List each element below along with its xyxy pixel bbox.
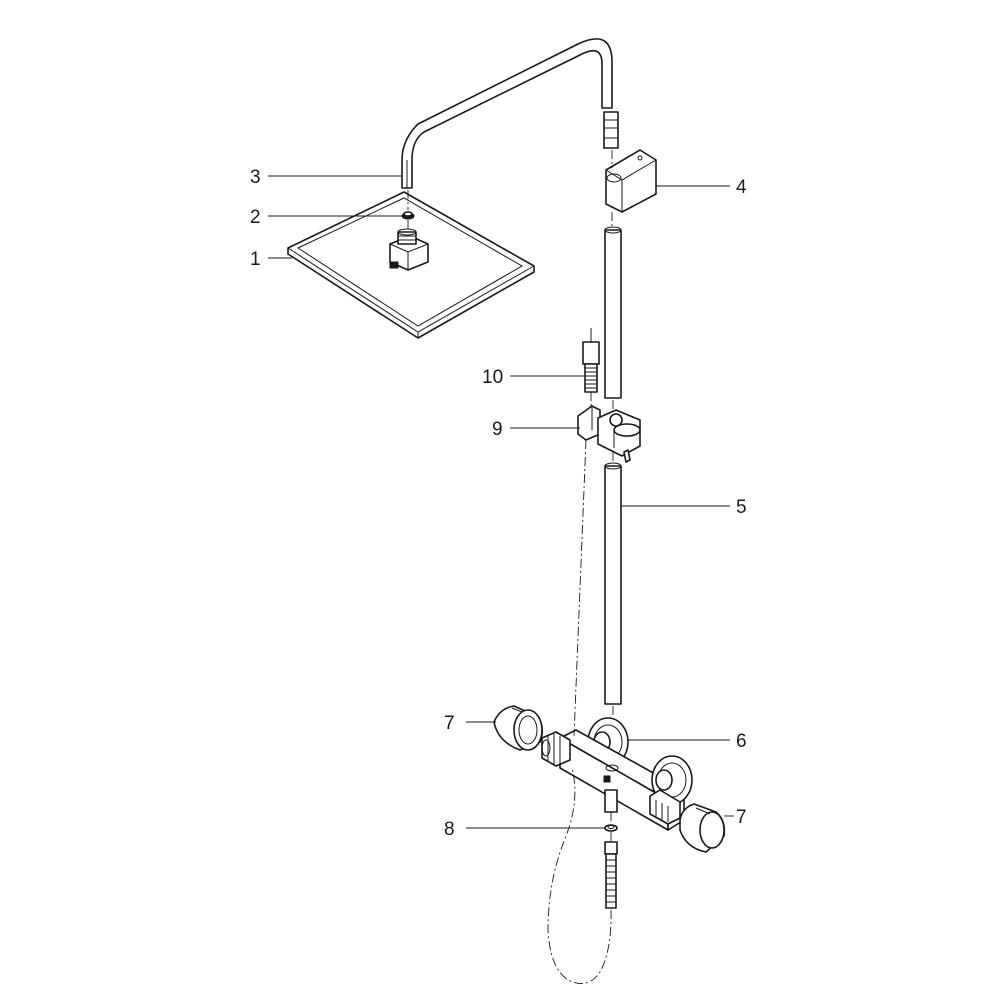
part-7-right-handle (679, 803, 726, 853)
callout-3: 3 (250, 167, 261, 188)
callout-8: 8 (444, 819, 455, 840)
callout-4: 4 (736, 177, 747, 198)
arm-connector (603, 111, 619, 149)
callout-10: 10 (482, 367, 503, 388)
callout-9: 9 (492, 419, 503, 440)
callout-6: 6 (736, 731, 747, 752)
callout-2: 2 (250, 207, 261, 228)
callout-1: 1 (250, 249, 261, 270)
shower-head-connector (389, 228, 429, 271)
upper-riser-tube (604, 226, 622, 399)
callout-5: 5 (736, 497, 747, 518)
part-2-washer (401, 211, 415, 220)
left-valve-cartridge (541, 731, 571, 767)
callout-7-right: 7 (736, 807, 747, 828)
part-9-shower-holder (577, 405, 641, 463)
part-4-wall-bracket (605, 149, 657, 213)
part-10-hose-nipple (582, 328, 600, 393)
part-8-seal (604, 824, 618, 832)
callout-labels: 3 2 1 4 10 9 5 6 7 7 8 (250, 167, 747, 840)
part-3-shower-arm (401, 38, 613, 189)
leader-lines (268, 175, 734, 829)
lower-hose-nipple (604, 841, 618, 909)
part-5-riser-tube (604, 462, 622, 705)
callout-7-left: 7 (444, 713, 455, 734)
part-7-left-handle (493, 705, 544, 751)
